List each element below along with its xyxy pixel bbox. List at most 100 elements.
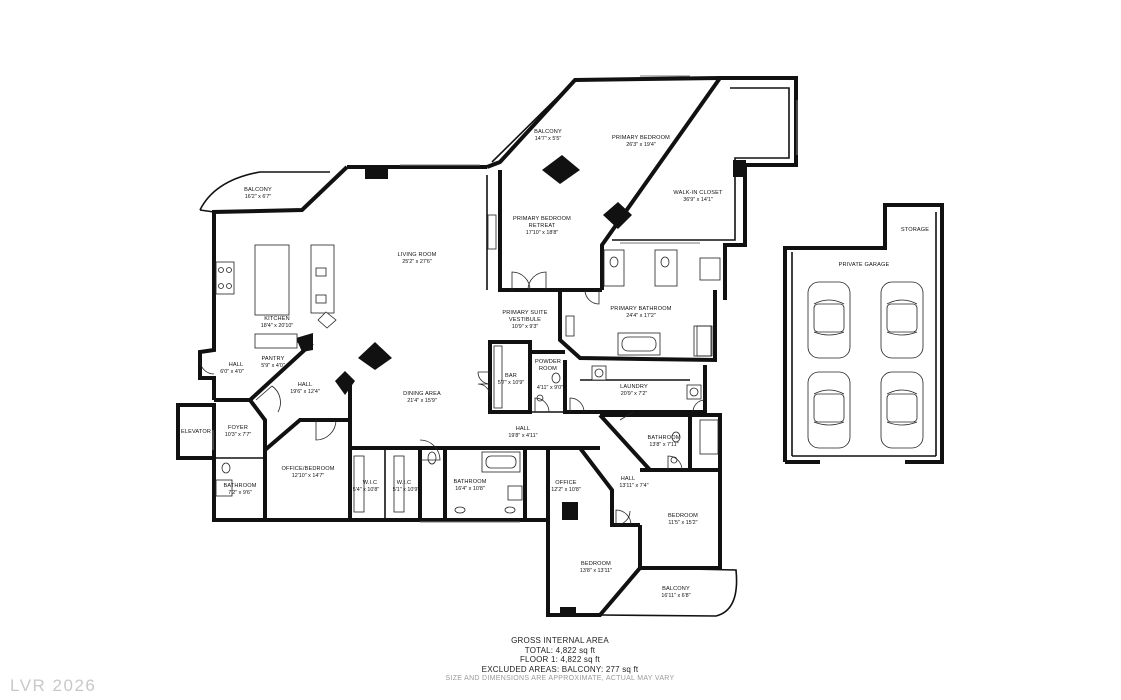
room-private-garage-name: PRIVATE GARAGE <box>839 262 890 268</box>
room-foyer-dims: 10'3" x 7'7" <box>225 432 252 438</box>
structural-columns <box>296 155 746 616</box>
room-bedroom-south-name: BEDROOM <box>581 561 611 567</box>
room-vestibule-dims: 10'9" x 9'3" <box>512 324 539 330</box>
room-laundry-name: LAUNDRY <box>620 384 648 390</box>
room-bathroom-west-name: BATHROOM <box>223 483 256 489</box>
room-office-bedroom-name: OFFICE/BEDROOM <box>281 466 334 472</box>
room-balcony-bottom-dims: 16'11" x 6'8" <box>661 593 690 599</box>
room-walkin-closet-name: WALK-IN CLOSET <box>673 190 723 196</box>
room-hall-entry-name: HALL <box>298 382 313 388</box>
room-hall-mid-name: HALL <box>516 426 531 432</box>
summary-floor: FLOOR 1: 4,822 sq ft <box>519 655 601 665</box>
room-kitchen-dims: 18'4" x 20'10" <box>261 323 294 329</box>
room-elevator-name: ELEVATOR <box>181 429 211 435</box>
room-powder-name2: ROOM <box>539 366 557 372</box>
room-bar-name: BAR <box>505 373 517 379</box>
room-primary-bathroom-dims: 24'4" x 17'2" <box>626 313 656 319</box>
room-bedroom-south-dims: 13'8" x 13'11" <box>580 568 612 574</box>
room-bar-dims: 5'7" x 10'9" <box>498 380 525 386</box>
garage-cars <box>807 281 924 449</box>
room-balcony-left-name: BALCONY <box>244 187 272 193</box>
room-office-bedroom-dims: 12'10" x 14'7" <box>292 473 325 479</box>
room-bathroom-mid-name: BATHROOM <box>453 479 486 485</box>
room-primary-retreat-name2: RETREAT <box>529 223 556 229</box>
room-primary-retreat-dims: 17'10" x 18'8" <box>526 230 559 236</box>
room-living-room-name: LIVING ROOM <box>398 252 437 258</box>
room-bedroom-east-name: BEDROOM <box>668 513 698 519</box>
room-storage: STORAGE <box>901 227 929 233</box>
room-balcony-top-dims: 14'7" x 5'5" <box>535 136 562 142</box>
room-hall-east-dims: 13'11" x 7'4" <box>619 483 648 489</box>
room-office-name: OFFICE <box>555 480 577 486</box>
room-balcony-top-name: BALCONY <box>534 129 562 135</box>
room-hall-small-dims: 6'0" x 4'0" <box>220 369 244 375</box>
room-pantry-name: PANTRY <box>261 356 284 362</box>
summary-title: GROSS INTERNAL AREA <box>511 636 609 645</box>
summary-disclaimer: SIZE AND DIMENSIONS ARE APPROXIMATE, ACT… <box>445 675 675 683</box>
watermark-logo: LVR 2026 <box>10 676 97 695</box>
room-private-garage: PRIVATE GARAGE <box>839 262 890 268</box>
room-vestibule-name: PRIMARY SUITE <box>502 310 547 316</box>
room-bathroom-east-name: BATHROOM <box>647 435 680 441</box>
room-dining-dims: 21'4" x 15'9" <box>407 398 437 404</box>
room-wic1-name: W.I.C <box>363 480 377 486</box>
room-elevator: ELEVATOR <box>181 429 211 435</box>
room-primary-retreat-name: PRIMARY BEDROOM <box>513 216 571 222</box>
kitchen-fixtures <box>215 244 337 349</box>
room-bathroom-mid-dims: 16'4" x 10'8" <box>455 486 485 492</box>
room-bathroom-east-dims: 13'8" x 7'11" <box>649 442 678 448</box>
room-storage-name: STORAGE <box>901 227 929 233</box>
room-pantry-dims: 5'9" x 4'0" <box>261 363 285 369</box>
summary-total: TOTAL: 4,822 sq ft <box>524 645 596 655</box>
room-living-room-dims: 25'2" x 27'6" <box>402 259 432 265</box>
area-summary: GROSS INTERNAL AREA TOTAL: 4,822 sq ft F… <box>430 636 690 684</box>
bathroom-fixtures <box>215 214 721 514</box>
garage-walls <box>783 203 944 464</box>
room-wic1-dims: 5'4" x 10'8" <box>353 487 380 493</box>
room-foyer-name: FOYER <box>228 425 248 431</box>
room-kitchen-name: KITCHEN <box>264 316 290 322</box>
door-swings <box>199 271 706 526</box>
room-walkin-closet-dims: 36'9" x 14'1" <box>683 197 713 203</box>
room-balcony-bottom-name: BALCONY <box>662 586 690 592</box>
room-bathroom-west-dims: 7'2" x 9'6" <box>228 490 252 496</box>
room-powder-name: POWDER <box>535 359 561 365</box>
room-hall-small-name: HALL <box>229 362 244 368</box>
room-vestibule-name2: VESTIBULE <box>509 317 541 323</box>
windows <box>212 75 798 523</box>
room-primary-bedroom-dims: 26'3" x 19'4" <box>626 142 656 148</box>
room-balcony-left-dims: 16'2" x 6'7" <box>245 194 272 200</box>
room-bedroom-east-dims: 11'5" x 15'2" <box>668 520 697 526</box>
room-wic-2: W.I.C5'1" x 10'9" <box>393 480 420 493</box>
room-laundry-dims: 20'9" x 7'2" <box>621 391 648 397</box>
room-wic2-name: W.I.C <box>397 480 411 486</box>
room-hall-mid-dims: 19'8" x 4'11" <box>508 433 537 439</box>
room-hall-entry-dims: 19'6" x 12'4" <box>290 389 320 395</box>
